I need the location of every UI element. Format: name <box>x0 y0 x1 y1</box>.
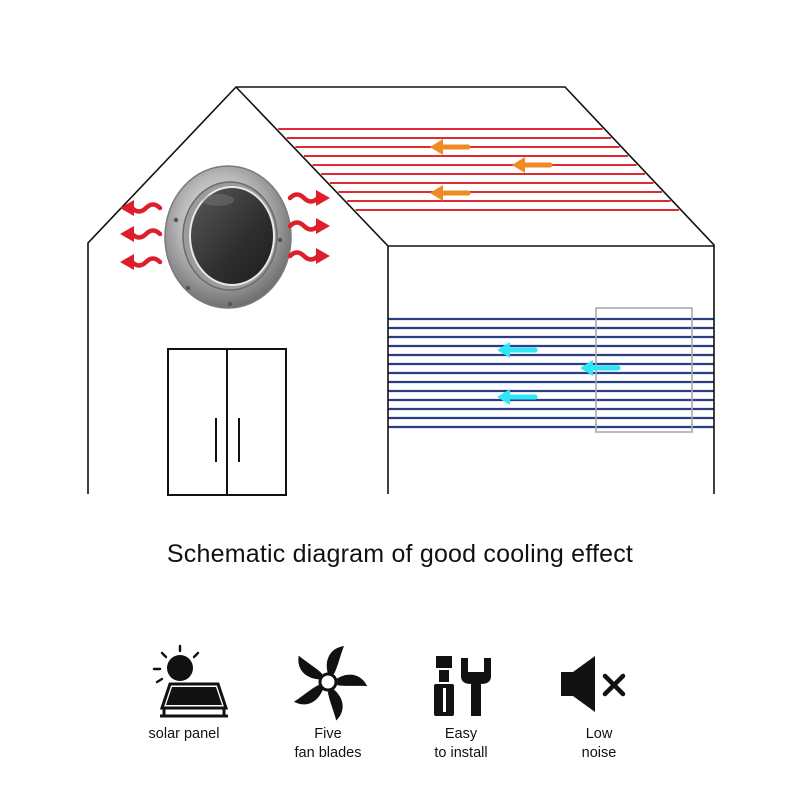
hot-air-arrow <box>430 185 471 201</box>
double-door <box>167 348 287 496</box>
exhaust-arrow-right <box>287 190 330 206</box>
feature-fan-blades: Five fan blades <box>258 640 398 763</box>
diagram-caption: Schematic diagram of good cooling effect <box>166 540 634 568</box>
hot-air-flow-arrows <box>430 139 553 201</box>
feature-label-line1: Five <box>314 726 342 742</box>
exhaust-arrow-left <box>120 200 163 216</box>
hot-air-arrow <box>512 157 553 173</box>
feature-label-line1: Low <box>585 726 613 742</box>
speaker-mute-icon <box>561 656 626 712</box>
tools-icon <box>434 656 491 716</box>
exhaust-arrow-right <box>287 218 330 234</box>
feature-label-line2: fan blades <box>294 745 362 761</box>
cool-air-arrow <box>497 342 538 358</box>
solar-vent <box>164 165 292 309</box>
cool-air-flow-arrows <box>497 342 621 405</box>
exhaust-arrows <box>120 190 330 270</box>
feature-label-line2: noise <box>581 745 617 761</box>
feature-solar-panel: solar panel <box>114 640 254 744</box>
hot-air-lines <box>278 128 679 211</box>
house-outline <box>87 86 715 494</box>
exhaust-arrow-left <box>120 254 163 270</box>
hot-air-arrow <box>430 139 471 155</box>
exhaust-arrow-left <box>120 226 163 242</box>
cool-air-lines <box>388 317 714 429</box>
cool-air-arrow <box>580 360 621 376</box>
feature-low-noise: Low noise <box>529 640 669 763</box>
feature-label-line1: Easy <box>444 726 478 742</box>
cool-air-arrow <box>497 389 538 405</box>
feature-label-line1: solar panel <box>148 726 220 742</box>
solar-panel-icon <box>152 644 229 718</box>
feature-label-line2: to install <box>434 745 488 761</box>
exhaust-arrow-right <box>287 248 330 264</box>
cooling-schematic-diagram <box>87 86 715 496</box>
fan-blades-icon <box>293 646 368 721</box>
feature-easy-install: Easy to install <box>391 640 531 763</box>
